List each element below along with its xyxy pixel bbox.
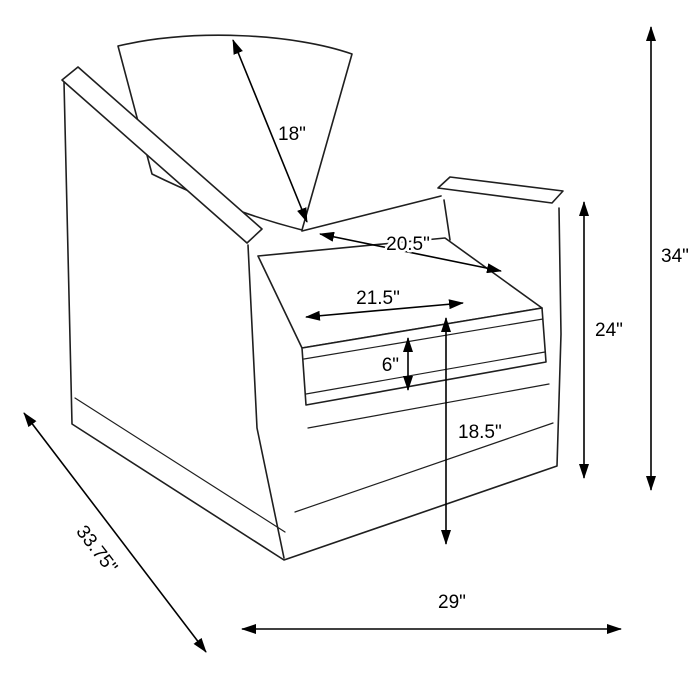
label-arm-height: 24"	[595, 320, 623, 341]
chair-right-arm-top	[437, 176, 564, 204]
chair-left-arm-top	[61, 66, 263, 244]
chair-drawing	[61, 34, 564, 561]
chair-body-outline	[63, 81, 562, 561]
label-seat-width: 21.5"	[356, 288, 400, 309]
chair-seatback-edge	[301, 195, 442, 232]
label-overall-height: 34"	[661, 246, 689, 267]
chair-seat-cushion-front	[301, 307, 547, 406]
label-back-diagonal: 18"	[278, 124, 306, 145]
chair-deck-seam	[307, 383, 550, 429]
arrow-overall-depth-33-75	[23, 412, 207, 653]
chair-left-arm-front-edge	[247, 244, 285, 559]
label-cushion-thickness: 6"	[382, 355, 399, 376]
label-seat-depth: 20.5"	[386, 234, 430, 255]
chair-cushion-piping-bottom	[305, 351, 546, 395]
label-seat-height: 18.5"	[458, 422, 502, 443]
chair-cushion-piping-top	[303, 318, 544, 360]
chair-skirt-seam-front	[294, 422, 554, 513]
arrow-seat-depth-20-5	[319, 231, 502, 274]
label-overall-width: 29"	[438, 592, 466, 613]
dimension-arrows	[23, 26, 656, 653]
arrow-seat-width-21-5	[305, 299, 464, 321]
arrow-back-diagonal-18	[232, 39, 308, 223]
